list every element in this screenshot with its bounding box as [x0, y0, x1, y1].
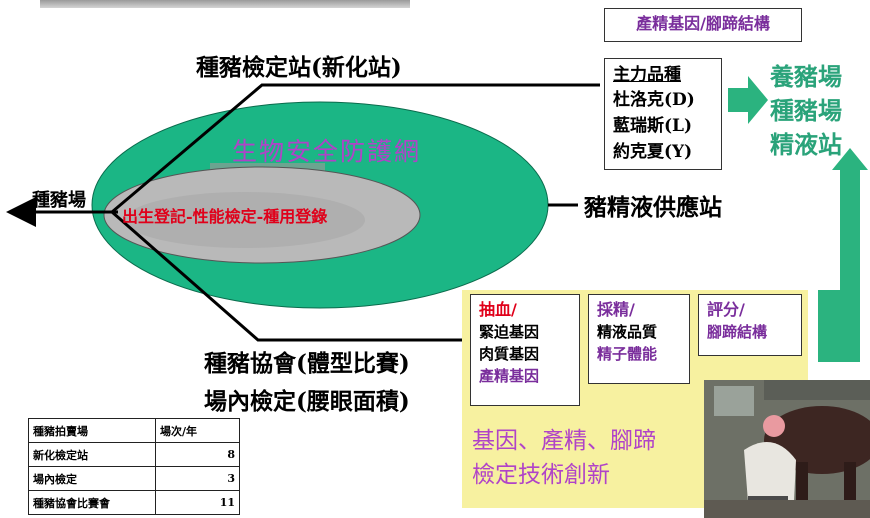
- table-header-count: 場次/年: [155, 418, 240, 443]
- auction-table: 種豬拍賣場 場次/年 新化檢定站 8 場內檢定 3 種豬協會比賽會 11: [28, 418, 240, 515]
- table-cell-venue: 場內檢定: [28, 466, 156, 491]
- blood-test-box: 抽血/ 緊迫基因 肉質基因 產精基因: [470, 294, 580, 406]
- table-cell-count: 3: [155, 466, 240, 491]
- sperm-vigor-label: 精子體能: [597, 345, 658, 363]
- in-farm-test-label: 場內檢定(腰眼面積): [204, 388, 410, 415]
- breed-duroc: 杜洛克(D): [613, 90, 695, 110]
- green-up-arrow: [818, 148, 868, 362]
- table-cell-count: 11: [155, 490, 240, 515]
- table-header-venue: 種豬拍賣場: [28, 418, 156, 443]
- panel-caption: 基因、產精、腳蹄 檢定技術創新: [472, 424, 656, 492]
- semen-collection-box: 採精/ 精液品質 精子體能: [588, 294, 690, 384]
- breed-yorkshire: 約克夏(Y): [613, 142, 693, 162]
- association-label: 種豬協會(體型比賽): [204, 350, 410, 377]
- scoring-title: 評分/: [707, 300, 745, 319]
- scoring-box: 評分/ 腳蹄結構: [698, 294, 802, 356]
- destination-semen-station: 精液站: [770, 130, 842, 159]
- hoof-structure-label: 腳蹄結構: [707, 323, 768, 341]
- association-connector: [111, 210, 470, 342]
- table-row: 新化檢定站 8: [28, 442, 240, 467]
- semen-quality-label: 精液品質: [597, 323, 658, 341]
- genetic-box: 產精基因/腳蹄結構: [604, 8, 802, 42]
- station-connector: [111, 83, 458, 214]
- genetic-box-label: 產精基因/腳蹄結構: [636, 14, 770, 33]
- biosecurity-label: 生物安全防護網: [232, 137, 422, 166]
- table-row: 場內檢定 3: [28, 466, 240, 491]
- table-header-row: 種豬拍賣場 場次/年: [28, 418, 240, 443]
- semen-collection-title: 採精/: [597, 300, 635, 319]
- destination-breeding-farm: 種豬場: [770, 96, 842, 125]
- breeds-box: 主力品種 杜洛克(D) 藍瑞斯(L) 約克夏(Y): [604, 58, 722, 170]
- green-right-arrow: [728, 76, 768, 124]
- panel-caption-line-2: 檢定技術創新: [472, 462, 610, 488]
- destinations: 養豬場 種豬場 精液站: [770, 60, 842, 162]
- top-bar: [40, 0, 410, 8]
- table-row: 種豬協會比賽會 11: [28, 490, 240, 515]
- blood-test-title: 抽血/: [479, 300, 517, 319]
- semen-station-label: 豬精液供應站: [584, 194, 722, 221]
- left-pig-farm-label: 種豬場: [32, 190, 86, 211]
- semen-collection-photo: [704, 380, 870, 518]
- table-cell-count: 8: [155, 442, 240, 467]
- table-cell-venue: 新化檢定站: [28, 442, 156, 467]
- semen-gene-label: 產精基因: [479, 367, 540, 385]
- panel-caption-line-1: 基因、產精、腳蹄: [472, 428, 656, 454]
- destination-pig-farm: 養豬場: [770, 62, 842, 91]
- photo-illustration: [704, 380, 870, 518]
- stress-gene-label: 緊迫基因: [479, 323, 540, 341]
- breeds-title: 主力品種: [613, 65, 681, 85]
- table-cell-venue: 種豬協會比賽會: [28, 490, 156, 515]
- station-label: 種豬檢定站(新化站): [196, 54, 402, 81]
- breed-landrace: 藍瑞斯(L): [613, 116, 693, 136]
- meat-gene-label: 肉質基因: [479, 345, 540, 363]
- registration-label: 出生登記-性能檢定-種用登錄: [122, 207, 328, 226]
